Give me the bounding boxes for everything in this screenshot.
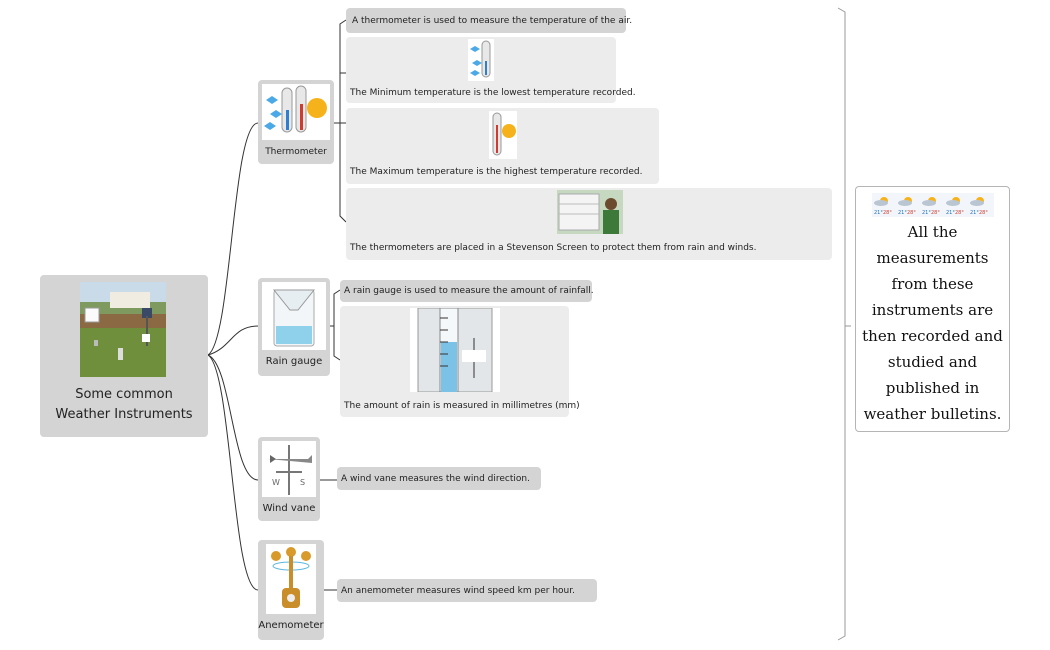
detail-rain-gauge-purpose[interactable]: A rain gauge is used to measure the amou…: [340, 280, 594, 302]
detail-text: A rain gauge is used to measure the amou…: [344, 286, 594, 296]
connector-root-windvane: [207, 354, 259, 481]
instrument-label-rain-gauge: Rain gauge: [265, 356, 323, 367]
rain-gauge-scale-image: [410, 308, 500, 392]
forecast-high-temp: 28°: [883, 210, 892, 216]
instrument-node-wind-vane[interactable]: W S Wind vane: [258, 437, 320, 521]
hot-thermometer-image: [489, 111, 517, 159]
connector-root-raingauge: [207, 325, 259, 356]
detail-thermometer-maximum[interactable]: The Maximum temperature is the highest t…: [346, 108, 659, 184]
wind-vane-image: W S: [262, 441, 316, 497]
detail-text: The amount of rain is measured in millim…: [344, 401, 580, 411]
instrument-node-thermometer[interactable]: Thermometer: [258, 80, 334, 164]
detail-thermometer-stevenson-screen[interactable]: The thermometers are placed in a Stevens…: [346, 188, 832, 260]
svg-text:W: W: [272, 478, 280, 487]
instrument-node-rain-gauge[interactable]: Rain gauge: [258, 278, 330, 376]
anemometer-image: [266, 544, 316, 614]
root-label: Some common Weather Instruments: [55, 387, 193, 422]
forecast-high-temp: 28°: [979, 210, 988, 216]
instrument-label-anemometer: Anemometer: [258, 620, 324, 631]
detail-text: The thermometers are placed in a Stevens…: [350, 243, 757, 253]
detail-text: The Maximum temperature is the highest t…: [350, 167, 643, 177]
rain-gauge-image: [262, 282, 326, 350]
summary-text: All the measurements from these instrume…: [862, 223, 1003, 423]
instrument-node-anemometer[interactable]: Anemometer: [258, 540, 324, 640]
detail-thermometer-purpose[interactable]: A thermometer is used to measure the tem…: [346, 8, 632, 33]
thermometer-image: [262, 84, 330, 140]
cold-thermometer-image: [468, 39, 494, 81]
forecast-icons-image: 21° 28° 21° 28° 21° 28° 21° 28° 21° 28°: [872, 193, 994, 217]
connector-summary-bracket: [837, 7, 851, 641]
detail-text: A thermometer is used to measure the tem…: [352, 16, 633, 26]
forecast-low-temp: 21°: [922, 210, 931, 216]
detail-rain-gauge-measurement[interactable]: The amount of rain is measured in millim…: [340, 306, 580, 417]
connector-thermo-bracket: [334, 19, 347, 223]
forecast-low-temp: 21°: [946, 210, 955, 216]
detail-text: An anemometer measures wind speed km per…: [341, 586, 575, 596]
connector-root-thermometer: [207, 122, 259, 356]
weather-station-image: [80, 282, 166, 377]
forecast-high-temp: 28°: [955, 210, 964, 216]
summary-box[interactable]: 21° 28° 21° 28° 21° 28° 21° 28° 21° 28° …: [855, 186, 1010, 432]
instrument-label-wind-vane: Wind vane: [262, 503, 316, 514]
forecast-low-temp: 21°: [898, 210, 907, 216]
detail-text: The Minimum temperature is the lowest te…: [350, 88, 636, 98]
forecast-high-temp: 28°: [907, 210, 916, 216]
stevenson-screen-image: [557, 190, 623, 234]
connector-root-anemometer: [207, 354, 259, 591]
forecast-low-temp: 21°: [874, 210, 883, 216]
forecast-low-temp: 21°: [970, 210, 979, 216]
root-node[interactable]: Some common Weather Instruments: [40, 275, 208, 437]
forecast-high-temp: 28°: [931, 210, 940, 216]
detail-thermometer-minimum[interactable]: The Minimum temperature is the lowest te…: [346, 37, 636, 103]
detail-wind-vane[interactable]: A wind vane measures the wind direction.: [337, 467, 541, 490]
svg-text:S: S: [300, 478, 305, 487]
detail-anemometer[interactable]: An anemometer measures wind speed km per…: [337, 579, 597, 602]
detail-text: A wind vane measures the wind direction.: [341, 474, 530, 484]
instrument-label-thermometer: Thermometer: [265, 147, 327, 157]
connector-rain-bracket: [330, 289, 341, 361]
